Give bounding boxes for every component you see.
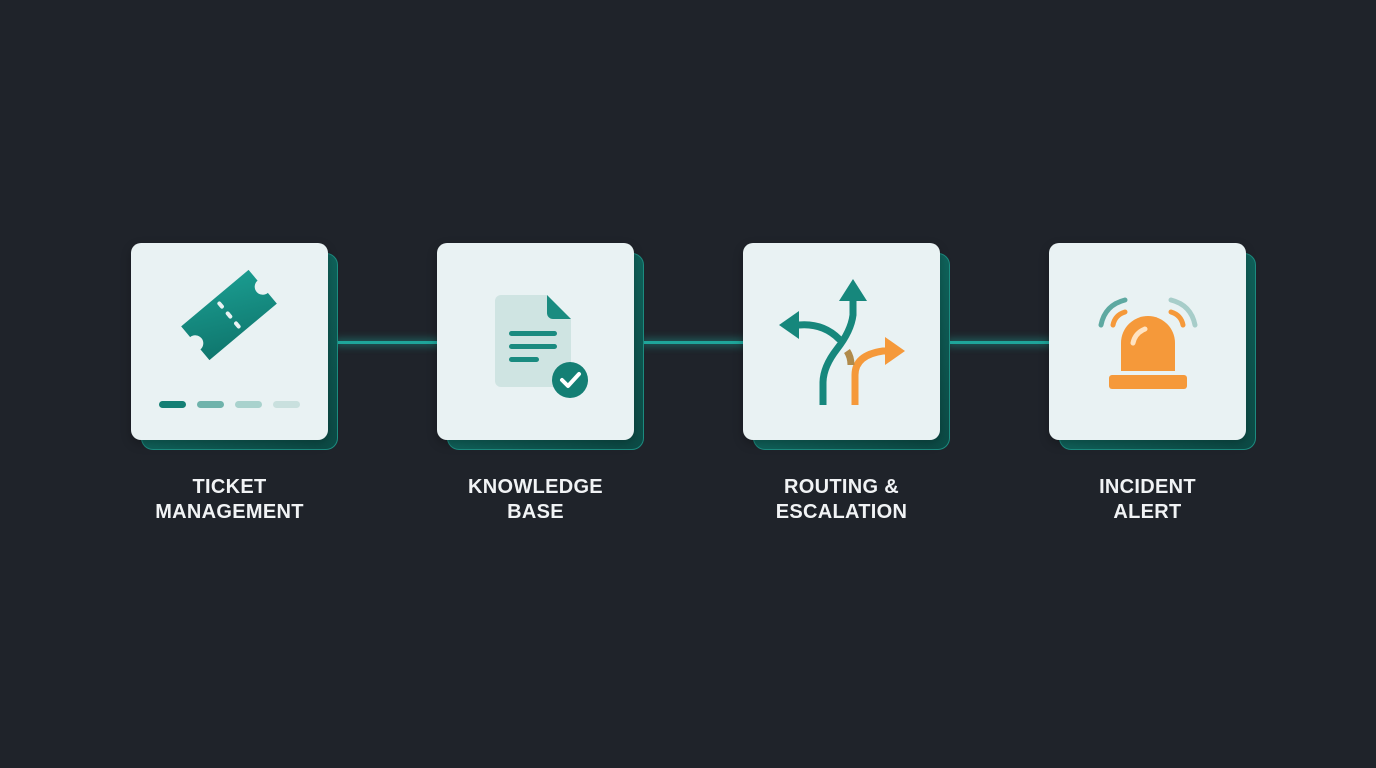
siren-alert-icon bbox=[1098, 297, 1198, 389]
step-label: ROUTING & ESCALATION bbox=[703, 475, 980, 525]
connector-line-1 bbox=[336, 341, 438, 344]
step-label: INCIDENT ALERT bbox=[1009, 475, 1286, 525]
card bbox=[437, 243, 634, 440]
label-line-1: TICKET bbox=[192, 476, 267, 498]
step-label: KNOWLEDGE BASE bbox=[397, 475, 674, 525]
connector-line-2 bbox=[642, 341, 744, 344]
step-ticket-management: TICKET MANAGEMENT bbox=[131, 243, 338, 523]
label-line-2: MANAGEMENT bbox=[155, 501, 304, 523]
split-arrows-icon bbox=[779, 279, 905, 405]
card bbox=[1049, 243, 1246, 440]
connector-line-3 bbox=[948, 341, 1050, 344]
step-incident-alert: INCIDENT ALERT bbox=[1049, 243, 1256, 523]
document-check-icon bbox=[495, 295, 588, 398]
label-line-1: ROUTING & bbox=[784, 476, 899, 498]
label-line-2: BASE bbox=[507, 501, 564, 523]
label-line-2: ESCALATION bbox=[775, 501, 908, 523]
step-routing-escalation: ROUTING & ESCALATION bbox=[743, 243, 950, 523]
step-knowledge-base: KNOWLEDGE BASE bbox=[437, 243, 644, 523]
card bbox=[743, 243, 940, 440]
label-line-2: ALERT bbox=[1113, 501, 1182, 523]
card bbox=[131, 243, 328, 440]
ticket-icon bbox=[159, 269, 300, 408]
label-line-1: INCIDENT bbox=[1099, 476, 1196, 498]
label-line-1: KNOWLEDGE bbox=[468, 476, 603, 498]
step-label: TICKET MANAGEMENT bbox=[91, 475, 368, 525]
